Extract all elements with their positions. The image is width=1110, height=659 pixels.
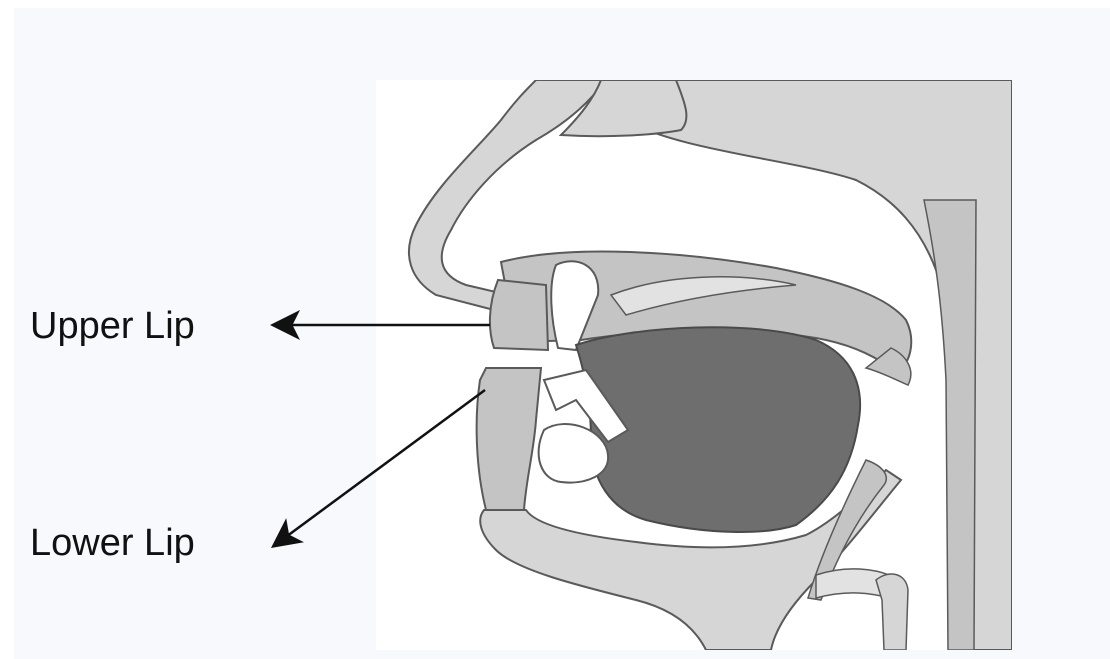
upper-lip-label: Upper Lip <box>30 305 195 348</box>
lower-lip-label: Lower Lip <box>30 522 195 565</box>
lower-lip-arrow <box>275 390 485 545</box>
